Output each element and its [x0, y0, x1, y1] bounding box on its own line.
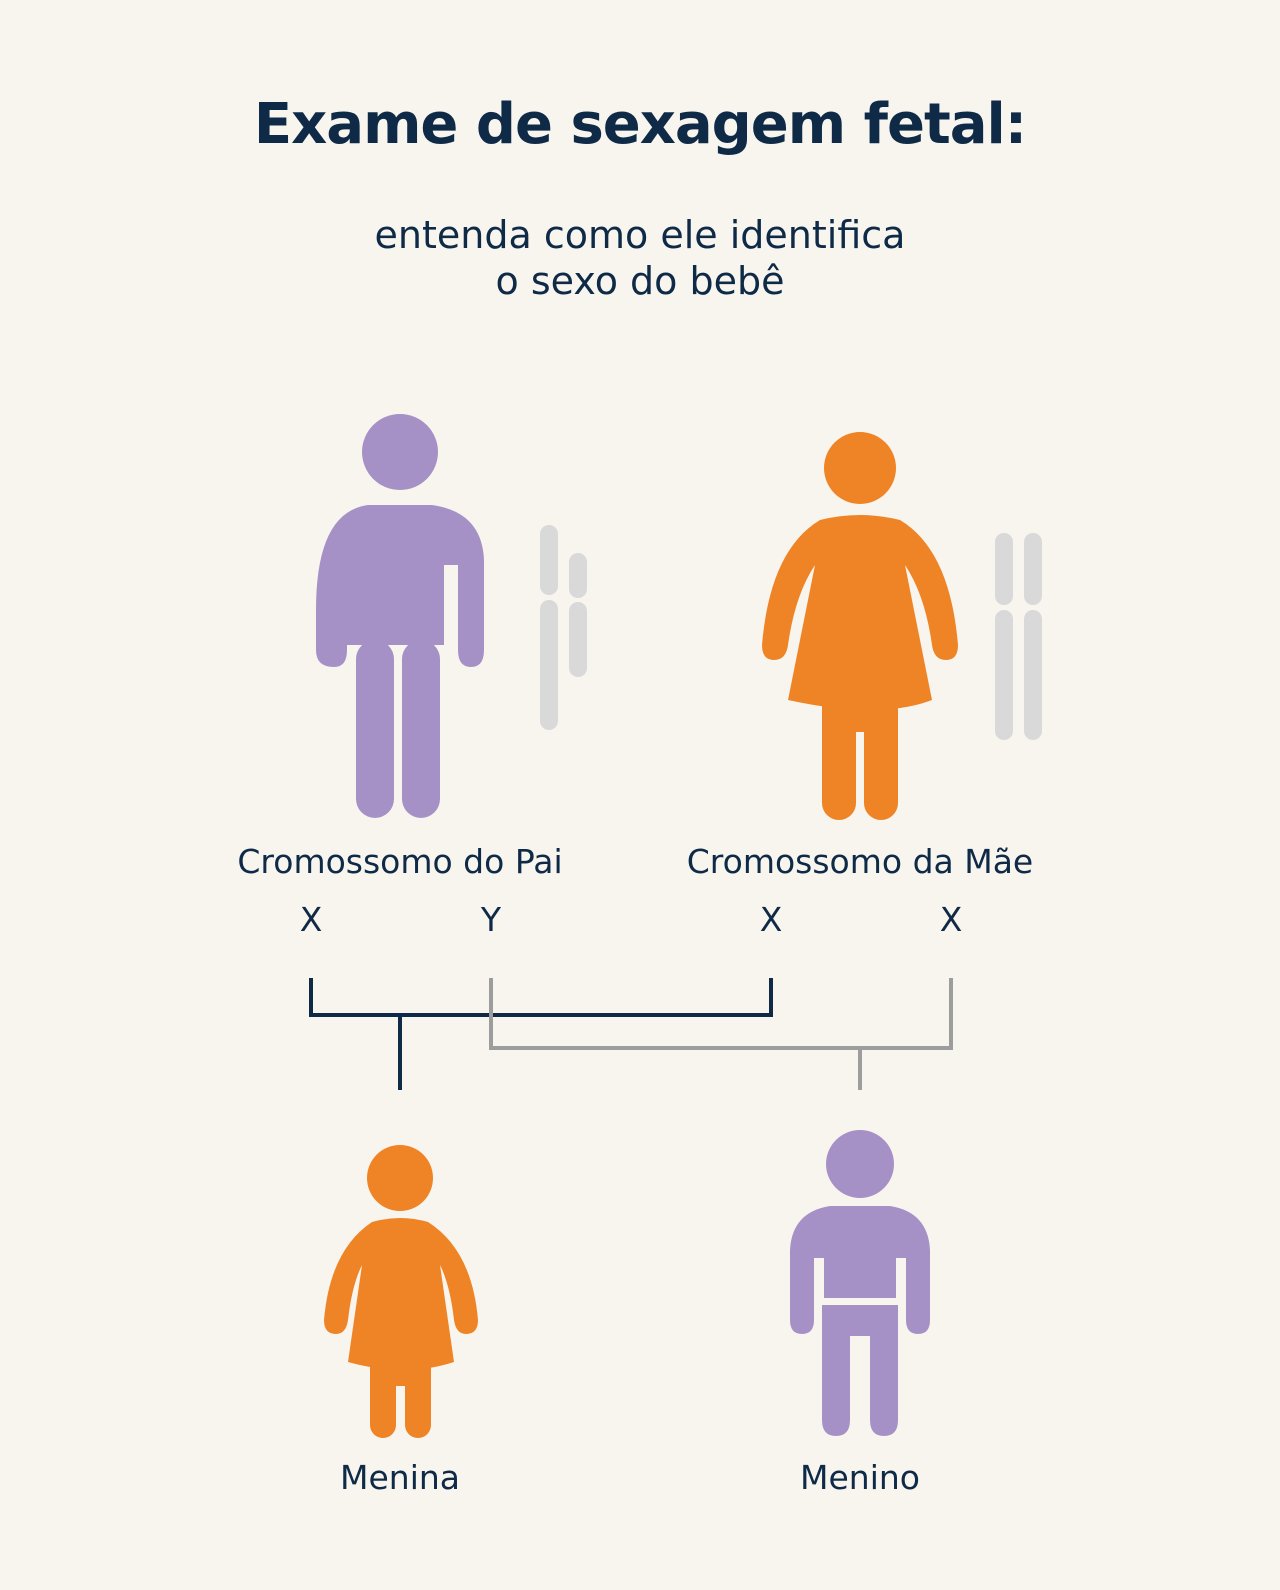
mother-chromosome-1: X — [759, 900, 783, 939]
boy-label: Menino — [800, 1458, 920, 1497]
man-icon — [316, 414, 484, 818]
father-chromosomes-icon — [540, 525, 587, 730]
father-chromosome-1: X — [299, 900, 323, 939]
mother-chromosomes-icon — [995, 533, 1042, 740]
subtitle-line-2: o sexo do bebê — [495, 259, 785, 303]
subtitle-line-1: entenda como ele identifica — [374, 213, 906, 257]
boy-connector — [489, 978, 953, 1090]
mother-label: Cromossomo da Mãe — [686, 842, 1034, 881]
subtitle: entenda como ele identifica o sexo do be… — [0, 212, 1280, 304]
father-label: Cromossomo do Pai — [237, 842, 563, 881]
girl-connector — [309, 978, 773, 1090]
girl-icon — [324, 1145, 478, 1438]
father-chromosome-2: Y — [480, 900, 502, 939]
woman-icon — [762, 432, 958, 820]
boy-icon — [790, 1130, 930, 1436]
mother-chromosome-2: X — [939, 900, 963, 939]
page-title: Exame de sexagem fetal: — [253, 92, 1027, 157]
girl-label: Menina — [340, 1458, 460, 1497]
